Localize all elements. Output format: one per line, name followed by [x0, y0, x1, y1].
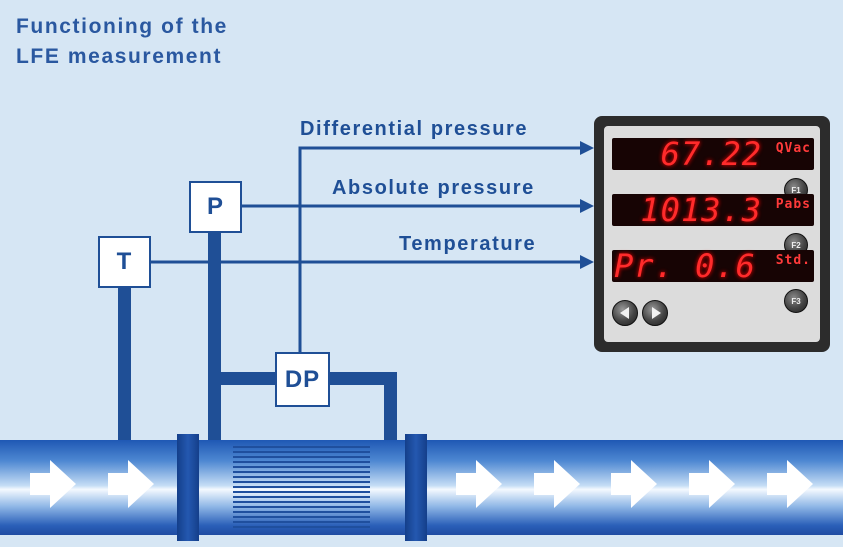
arrow-right-icon	[108, 460, 154, 508]
differential-pressure-label: Differential pressure	[300, 118, 529, 140]
pipe-inlet	[0, 440, 183, 535]
display-panel: 67.22 QVac F1 1013.3 Pabs F2 Pr. 0.6 Std…	[594, 116, 830, 352]
laminar-flow-element	[233, 446, 370, 529]
absolute-pressure-label: Absolute pressure	[332, 177, 535, 199]
arrow-right-icon	[611, 460, 657, 508]
dp-bridge-left	[208, 372, 278, 385]
diagram-title: Functioning of the LFE measurement	[16, 12, 228, 72]
pabs-unit: Pabs	[775, 197, 811, 212]
std-value: Pr. 0.6	[614, 247, 756, 285]
pabs-value: 1013.3	[640, 191, 762, 229]
dp-signal-arrowhead	[580, 141, 594, 155]
temperature-sensor-box: T	[98, 236, 151, 288]
arrow-right-icon	[534, 460, 580, 508]
arrow-right-icon	[30, 460, 76, 508]
display-row-std: Pr. 0.6 Std.	[612, 247, 814, 285]
f3-button[interactable]: F3	[784, 289, 808, 313]
qvac-value: 67.22	[660, 135, 762, 173]
p-tap-line	[208, 231, 221, 442]
dp-right-tap	[384, 372, 397, 442]
nav-right-button[interactable]	[642, 300, 668, 326]
nav-left-icon	[619, 307, 629, 319]
title-line-2: LFE measurement	[16, 45, 223, 68]
flange-right	[405, 434, 427, 541]
t-signal-arrowhead	[580, 255, 594, 269]
display-row-pabs: 1013.3 Pabs	[612, 191, 814, 229]
nav-right-icon	[651, 307, 661, 319]
temperature-label: Temperature	[399, 233, 537, 255]
arrow-right-icon	[689, 460, 735, 508]
dp-signal-line	[298, 146, 580, 352]
nav-left-button[interactable]	[612, 300, 638, 326]
title-line-1: Functioning of the	[16, 15, 228, 38]
pressure-sensor-box: P	[189, 181, 242, 233]
t-tap-line	[118, 286, 131, 442]
flange-left	[177, 434, 199, 541]
arrow-right-icon	[456, 460, 502, 508]
differential-pressure-sensor-box: DP	[275, 352, 330, 407]
arrow-right-icon	[767, 460, 813, 508]
display-face: 67.22 QVac F1 1013.3 Pabs F2 Pr. 0.6 Std…	[604, 126, 820, 342]
p-signal-arrowhead	[580, 199, 594, 213]
display-row-qvac: 67.22 QVac	[612, 135, 814, 173]
std-unit: Std.	[775, 253, 811, 268]
qvac-unit: QVac	[775, 141, 811, 156]
dp-bridge-right	[327, 372, 397, 385]
